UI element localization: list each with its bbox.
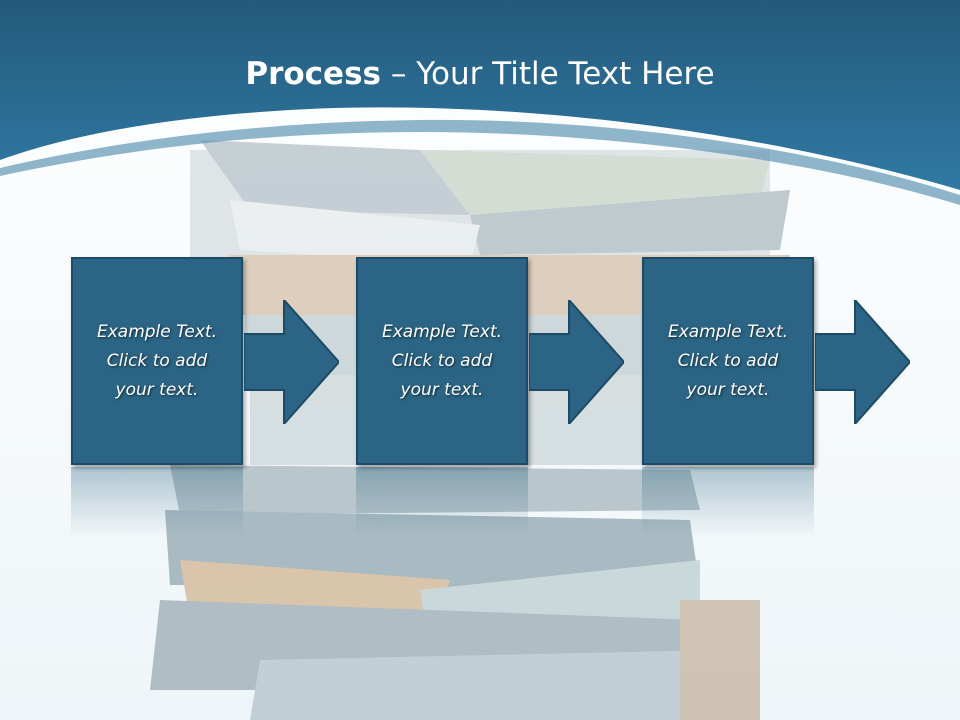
step-2-text: Example Text. Click to add your text. [381,321,503,400]
step-3-text: Example Text. Click to add your text. [667,321,789,400]
header-swoosh [0,119,960,205]
step-2-reflection [356,467,528,537]
title-bold: Process [245,56,381,92]
step-1-text: Example Text. Click to add your text. [96,321,218,400]
header-band [0,0,960,190]
step-3-reflection [642,467,814,537]
step-2-box[interactable]: Example Text. Click to add your text. [356,257,528,465]
step-1-reflection [71,467,243,537]
step-1-arrow-icon [244,300,339,424]
step-3-arrow-icon [815,300,910,424]
step-2-arrow-icon [529,300,624,424]
title-rest: – Your Title Text Here [381,56,715,92]
step-1-box[interactable]: Example Text. Click to add your text. [71,257,243,465]
slide-title[interactable]: Process – Your Title Text Here [0,54,960,94]
step-3-box[interactable]: Example Text. Click to add your text. [642,257,814,465]
